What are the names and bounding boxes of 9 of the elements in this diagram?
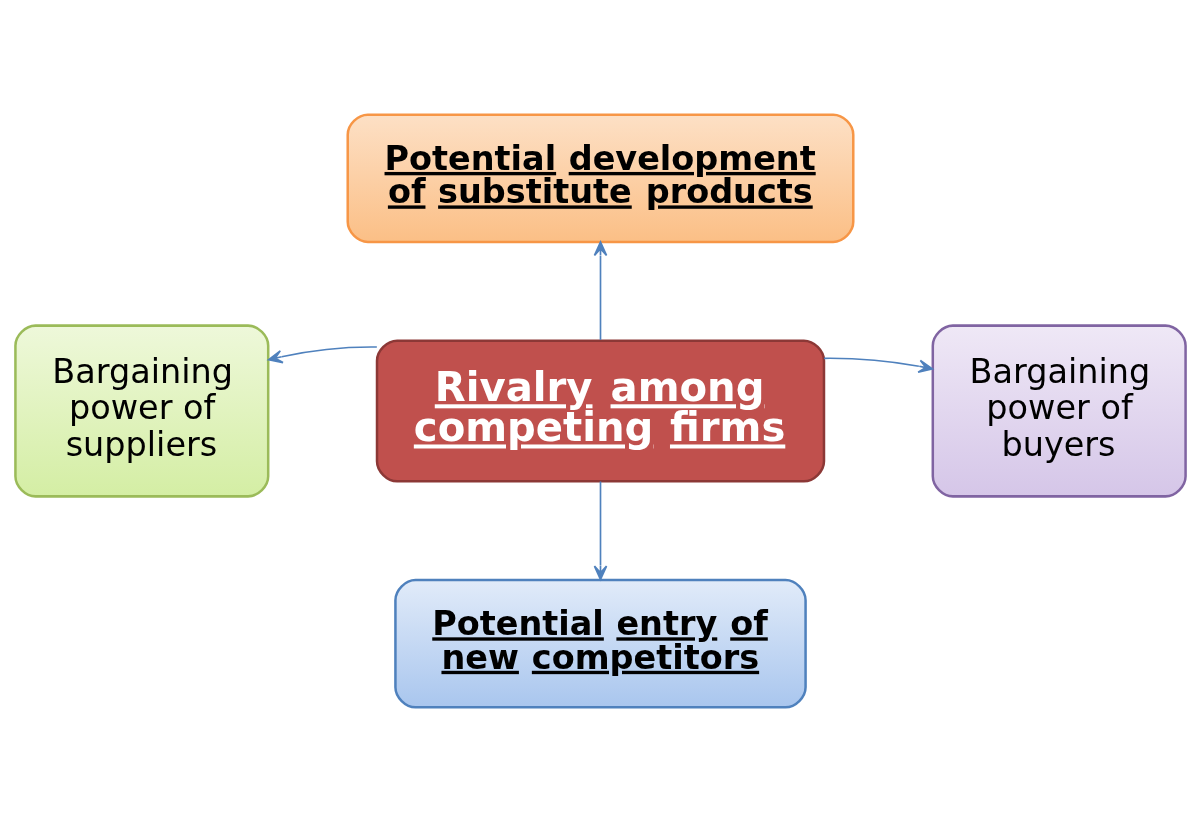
node-box: Rivalry among competing firms <box>375 339 826 483</box>
arrow <box>823 357 934 374</box>
node-box: Potential entry of new competitors <box>394 578 807 709</box>
node-box: Bargaining power of buyers <box>931 324 1187 498</box>
node-box: Potential development of substitute products <box>346 113 855 244</box>
arrow <box>593 480 608 581</box>
arrow <box>267 346 378 364</box>
arrow <box>593 241 608 341</box>
node-box: Bargaining power of suppliers <box>14 324 270 498</box>
